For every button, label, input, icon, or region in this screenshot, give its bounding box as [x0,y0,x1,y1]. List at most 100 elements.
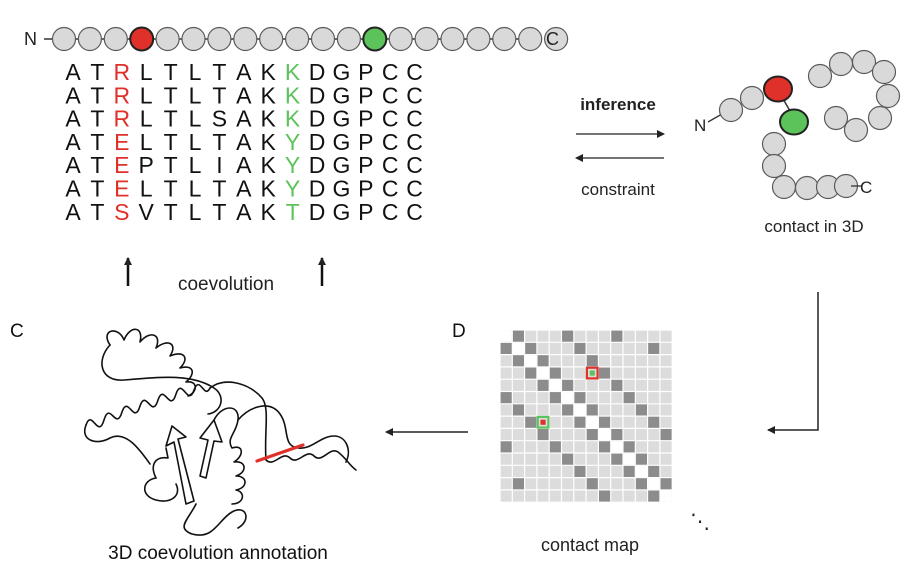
msa-residue: C [406,82,423,108]
msa-residue: A [65,106,81,132]
contact-map-diagonal-cell [660,490,672,502]
contact-map-contact-cell [586,478,598,490]
msa-residue: C [406,152,423,178]
msa-residue: P [358,82,373,108]
msa-residue: D [309,106,326,132]
panel-c-letter: C [10,321,24,342]
contact3d-bead-red [763,75,793,103]
msa-residue: T [212,59,226,85]
msa-residue: K [261,106,277,132]
contact-map-highlight-inner [589,370,595,376]
msa-residue: D [309,82,326,108]
chain-bead [103,26,128,52]
msa-residue: L [140,176,153,202]
msa-residue-green: Y [285,176,300,202]
msa-residue: G [332,129,350,155]
contact-map-diagonal-cell [525,355,537,367]
contact-map-contact-cell [512,355,524,367]
contact3d-bead [875,83,901,109]
msa-residue: A [65,129,81,155]
chain-bead [440,26,465,52]
contact-map-contact-cell [537,429,549,441]
msa-residue: C [382,82,399,108]
msa-residue: P [139,152,154,178]
contact-map-contact-cell [648,342,660,354]
msa-residue-red: R [113,82,130,108]
contact-map-contact-cell [648,416,660,428]
msa-residue: T [212,129,226,155]
contact3d-bead [739,85,765,111]
msa-residue: S [212,106,227,132]
msa-residue: C [382,59,399,85]
contact-map-contact-cell [525,342,537,354]
contact-map-contact-cell [586,404,598,416]
contact3d-bead [761,153,787,179]
msa-residue-red: R [113,59,130,85]
msa-residue: A [236,106,252,132]
contact3d-bead [761,131,787,157]
chain-bead [51,26,77,52]
msa-residue: T [90,199,104,225]
msa-residue: A [65,199,81,225]
chain-bead [233,26,258,52]
contact-map-contact-cell [512,330,524,342]
helix-left [85,383,211,428]
msa-residue: D [309,152,326,178]
chain-bead [336,26,361,52]
msa-residue: L [189,152,202,178]
contact-map-contact-cell [574,416,586,428]
beta-strand-3 [152,447,169,479]
msa-residue: A [65,152,81,178]
chain-bead [492,26,517,52]
msa-residue: T [164,129,178,155]
msa-residue-green: K [285,106,301,132]
msa-residue: T [212,199,226,225]
msa-residue: D [309,59,326,85]
contact3d-n-tail [707,113,723,123]
msa-residue: C [382,129,399,155]
panel-c-caption: 3D coevolution annotation [108,543,328,564]
contact-map-contact-cell [660,429,672,441]
contact3d-caption: contact in 3D [764,217,863,236]
msa-residue: T [164,152,178,178]
contact3d-bead [823,105,849,131]
msa-residue: T [90,82,104,108]
msa-residue: P [358,176,373,202]
msa-residue: T [164,106,178,132]
contact-map-contact-cell [648,465,660,477]
chain-bead [77,26,103,52]
msa-residue: L [189,59,202,85]
constraint-label: constraint [581,180,655,199]
msa-residue: D [309,199,326,225]
chain-bead [207,26,232,52]
contact3d-bead [807,63,833,89]
coil-right [213,407,246,505]
chain-bead [388,26,413,52]
contact-map-diagonal-cell [611,441,623,453]
msa-residue: A [236,59,252,85]
contact-map-contact-cell [537,355,549,367]
msa-residue: A [65,59,81,85]
contact-map-diagonal-cell [549,379,561,391]
contact-map-caption: contact map [541,535,639,555]
msa-residue: A [65,82,81,108]
elbow-arrow [767,292,819,434]
contact-map-contact-cell [562,404,574,416]
msa-residue: K [261,199,277,225]
coevolution-markers: coevolution [124,257,326,295]
contact-map-diagonal-cell [537,367,549,379]
contact-map-diagonal-cell [574,404,586,416]
contact-map-contact-cell [599,490,611,502]
contact3d-bead [828,51,854,77]
msa-residue: T [90,176,104,202]
contact-map-diagonal-cell [500,330,512,342]
contact-map-diagonal-cell [586,416,598,428]
msa-residue: L [189,199,202,225]
msa-residue: C [382,199,399,225]
contact3d-c-label: C [860,178,872,197]
loop-right [237,405,350,463]
contact3d-bead [794,175,820,201]
structure-cartoon [83,328,357,536]
contact-map-contact-cell [635,404,647,416]
